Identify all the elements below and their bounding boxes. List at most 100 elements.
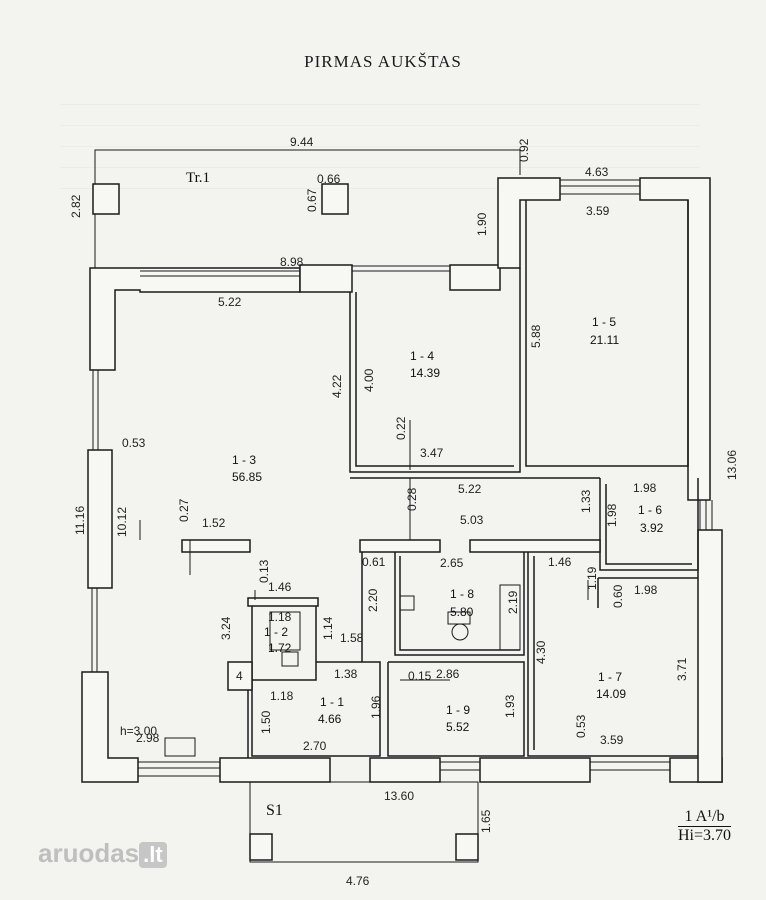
dimension-label: 9.44 <box>290 135 314 149</box>
column <box>455 833 479 861</box>
dimension-label: 4.30 <box>534 640 548 664</box>
dimension-label: 10.12 <box>115 507 129 537</box>
partition-stub <box>469 539 601 553</box>
window <box>91 588 98 672</box>
window <box>352 265 450 272</box>
dimension-label: 4.76 <box>346 874 370 888</box>
room-1-7: 1 - 7 14.09 <box>596 670 626 701</box>
dimension-label: 2.86 <box>436 667 460 681</box>
dimension-label: 1.46 <box>268 580 292 594</box>
dimension-label: 0.27 <box>177 498 191 522</box>
dimension-label: 11.16 <box>73 506 87 535</box>
dimension-label: 4.22 <box>330 374 344 398</box>
stamp-line-1: 1 A¹/b <box>678 808 732 827</box>
dimension-label: 2.82 <box>69 194 83 218</box>
window <box>560 179 640 195</box>
room-area: 14.39 <box>410 366 440 380</box>
sink <box>281 651 299 667</box>
room-1-3: 1 - 3 56.85 <box>232 453 262 484</box>
column <box>321 183 349 215</box>
dimension-label: 0.28 <box>405 487 419 511</box>
dimension-label: 0.22 <box>394 416 408 440</box>
room-id: 1 - 9 <box>446 703 470 717</box>
dimension-label: 2.20 <box>366 588 380 612</box>
classification-stamp: 1 A¹/b Hi=3.70 <box>678 808 732 845</box>
dimension-label: 1.98 <box>633 481 657 495</box>
dimension-label: 0.53 <box>574 714 588 738</box>
room-id: 1 - 2 <box>264 625 288 639</box>
window <box>440 761 480 771</box>
shower <box>499 584 521 651</box>
dimension-label: 5.03 <box>460 513 484 527</box>
stamp-line-2: Hi=3.70 <box>678 827 732 844</box>
dimension-label: 1.38 <box>334 667 358 681</box>
dimension-label: 1.65 <box>479 809 493 833</box>
dimension-ticks <box>139 420 589 681</box>
exterior-walls <box>81 177 723 783</box>
dimension-label: 1.90 <box>475 212 489 236</box>
dimension-label: 4.00 <box>362 368 376 392</box>
room-1-6: 1 - 6 3.92 <box>638 503 664 535</box>
dimension-label: 1.18 <box>268 610 292 624</box>
dimension-label: 5.88 <box>529 324 543 348</box>
dimension-label: 0.92 <box>517 138 531 162</box>
dimension-label: 0.13 <box>257 559 271 583</box>
toilet-tank <box>447 611 471 625</box>
room-id: 1 - 7 <box>598 670 622 684</box>
dimension-label: 13.60 <box>384 789 414 803</box>
dimension-label: 1.33 <box>579 489 593 513</box>
dimension-label: 0.66 <box>317 172 341 186</box>
watermark-logo: aruodas.lt <box>38 838 167 869</box>
dimension-label: 3.59 <box>586 204 610 218</box>
floor-title: PIRMAS AUKŠTAS <box>304 52 462 71</box>
dimension-label: 13.06 <box>725 450 739 480</box>
dimension-label: 2.70 <box>303 739 327 753</box>
dimension-labels: 9.44 0.92 4.63 0.66 0.67 2.82 1.90 3.59 8.98 5.22… <box>69 135 739 888</box>
room-1-9: 1 - 9 5.52 <box>446 703 470 734</box>
column <box>92 183 120 215</box>
porch-label: S1 <box>266 802 283 819</box>
window <box>590 761 670 771</box>
dimension-label: 3.47 <box>420 446 444 460</box>
dimension-label: 1.93 <box>503 694 517 718</box>
dimension-label: 4.63 <box>585 165 609 179</box>
dimension-label: 2.19 <box>506 590 520 614</box>
room-id: 1 - 6 <box>638 503 662 517</box>
dimension-label: 1.14 <box>321 616 335 640</box>
dimension-label: 1.58 <box>340 631 364 645</box>
room-id: 1 - 5 <box>592 315 616 329</box>
stove <box>164 737 196 757</box>
room-1-4: 1 - 4 14.39 <box>410 349 440 380</box>
dimension-label: 0.61 <box>362 555 386 569</box>
room-area: 5.52 <box>446 720 470 734</box>
dimension-label: 5.22 <box>458 482 482 496</box>
dimension-label: 0.15 <box>408 669 432 683</box>
dimension-label: 1.18 <box>270 689 294 703</box>
dimension-label: 1.98 <box>605 503 619 527</box>
room-id: 1 - 4 <box>410 349 434 363</box>
porch: S1 <box>249 781 479 863</box>
room-area: 56.85 <box>232 470 262 484</box>
room-1-1: 1 - 1 4.66 <box>318 695 344 726</box>
toilet <box>269 611 301 651</box>
dimension-label: 0.67 <box>305 188 319 212</box>
room-area: 3.92 <box>640 521 664 535</box>
dimension-label: 1.19 <box>585 566 599 590</box>
room-labels: 1 - 1 4.66 1 - 2 1.72 1 - 3 56.85 1 - 4 … <box>232 315 664 734</box>
partition-stub <box>181 539 251 553</box>
window <box>140 270 300 277</box>
window <box>699 500 713 530</box>
washbasin <box>399 595 415 611</box>
dimension-label: 3.71 <box>675 657 689 681</box>
dimension-label: 8.98 <box>280 255 304 269</box>
room-area: 4.66 <box>318 712 342 726</box>
partition-stub <box>359 539 441 553</box>
dimension-label: 1.52 <box>202 516 226 530</box>
windows <box>91 179 713 777</box>
interior-walls <box>181 200 699 758</box>
dimension-label: 1.98 <box>634 583 658 597</box>
dimension-label: 3.24 <box>219 616 233 640</box>
watermark-badge: .lt <box>139 842 167 868</box>
room-id: 1 - 8 <box>450 587 474 601</box>
room-1-2: 1 - 2 1.72 <box>264 625 292 655</box>
